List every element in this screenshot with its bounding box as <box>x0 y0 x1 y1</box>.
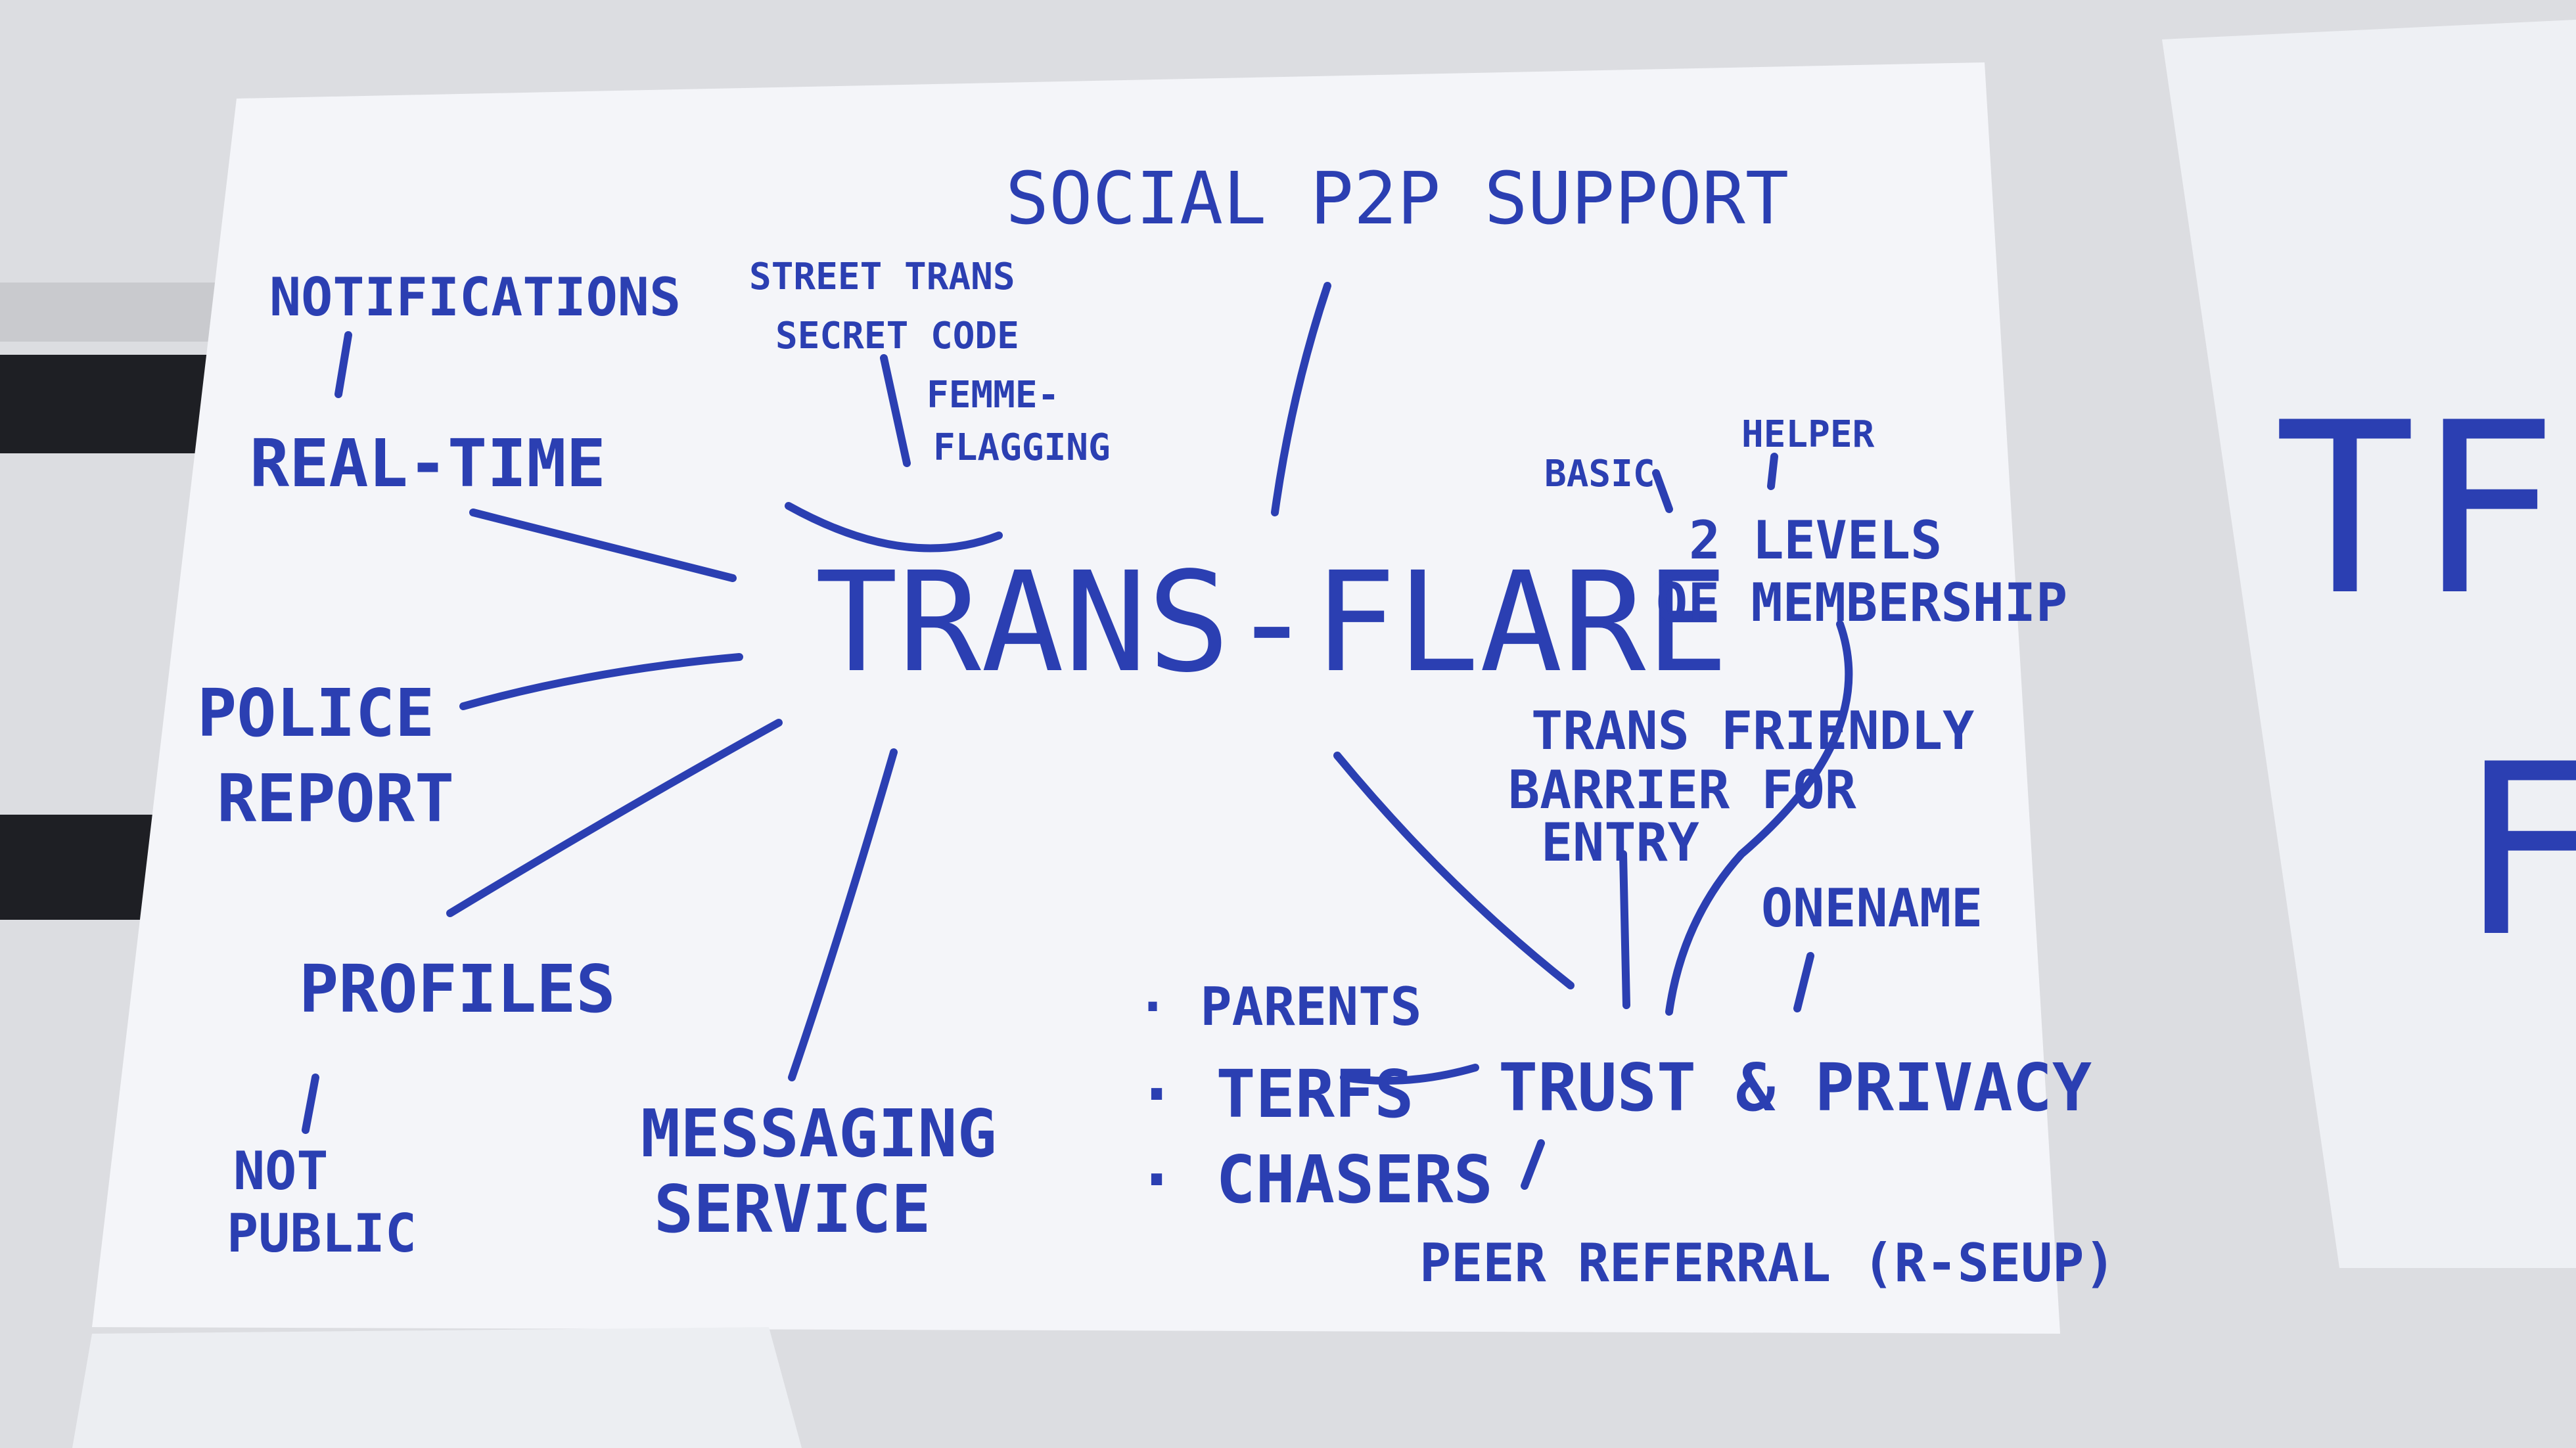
node-public: Public <box>227 1203 417 1264</box>
line-profiles <box>446 719 783 917</box>
node-peer-referral: Peer Referral (R-Seup) <box>1419 1233 2116 1294</box>
node-onename: OneName <box>1761 878 1983 939</box>
line-realtime <box>469 509 737 582</box>
node-police: Police <box>197 675 434 752</box>
line-messaging <box>788 748 898 1081</box>
node-not: Not <box>233 1141 329 1202</box>
line-street-code <box>880 354 911 467</box>
central-title: Trans-Flare <box>815 542 1729 703</box>
line-levels <box>1665 620 1853 1016</box>
node-entry: Entry <box>1541 812 1699 873</box>
node-street-trans: Street Trans <box>749 256 1015 298</box>
flare-swash <box>785 502 1003 553</box>
lower-sheet <box>72 1327 802 1448</box>
node-terfs: · TERFs <box>1137 1056 1414 1133</box>
node-notifications: Notifications <box>269 267 681 328</box>
side-sheet <box>2162 20 2576 1268</box>
line-social <box>1271 282 1331 516</box>
node-trust-privacy: Trust & Privacy <box>1498 1049 2092 1126</box>
line-notifications <box>334 331 352 398</box>
node-parents: · Parents <box>1137 976 1421 1037</box>
side-sheet-tf: TF <box>2274 372 2558 647</box>
line-terfs <box>1340 1064 1479 1085</box>
main-sheet <box>92 62 2060 1334</box>
node-service: Service <box>654 1171 931 1248</box>
wall-slot-bottom <box>0 815 158 920</box>
line-not-public <box>302 1074 319 1134</box>
node-social-support: Social P2P Support <box>1005 156 1789 240</box>
node-of-membership: of Membership <box>1656 572 2067 633</box>
node-profiles: Profiles <box>299 951 616 1028</box>
line-onename <box>1793 952 1814 1012</box>
line-peer <box>1521 1139 1545 1190</box>
node-chasers: · Chasers <box>1137 1141 1493 1218</box>
wall-panel <box>0 283 237 342</box>
node-report: Report <box>217 760 454 837</box>
wall-slot-top <box>0 355 210 453</box>
line-police <box>459 653 743 710</box>
node-messaging: Messaging <box>641 1095 997 1172</box>
line-helper <box>1767 453 1778 490</box>
line-barrier <box>1619 850 1630 1009</box>
line-basic <box>1652 469 1673 513</box>
node-real-time: Real-Time <box>250 425 606 502</box>
node-2-levels: 2 Levels <box>1689 510 1942 571</box>
node-barrier-for: Barrier for <box>1508 759 1857 821</box>
side-sheet-f: F <box>2458 713 2576 989</box>
node-secret-code: Secret Code <box>775 315 1019 357</box>
node-flagging: Flagging <box>933 426 1111 469</box>
node-helper: Helper <box>1741 413 1875 456</box>
node-basic: Basic <box>1544 453 1655 495</box>
node-femme: Femme- <box>927 374 1059 417</box>
node-trans-friendly: Trans Friendly <box>1531 700 1974 761</box>
connector-lines <box>302 282 1853 1190</box>
line-trust <box>1333 752 1575 989</box>
